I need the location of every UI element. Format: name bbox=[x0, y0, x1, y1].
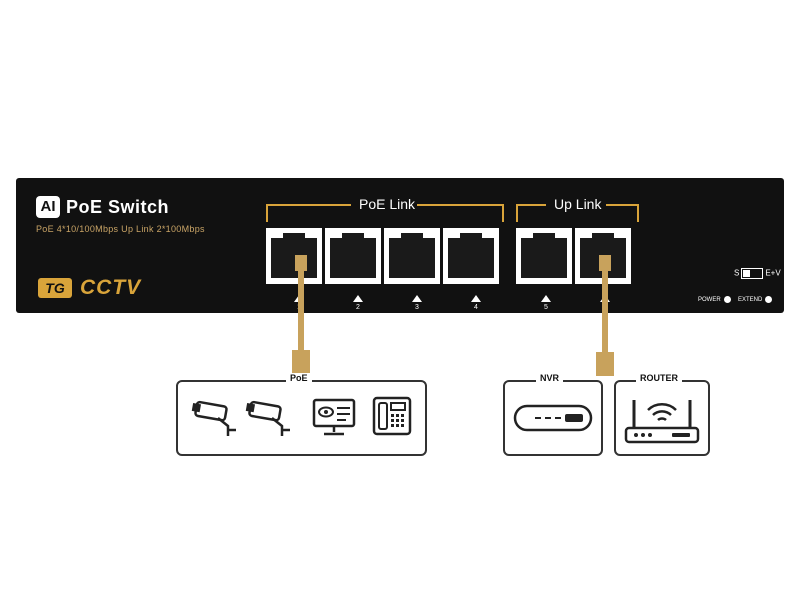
port-3-number: 3 bbox=[415, 304, 419, 311]
mode-switch-right-label: E+V bbox=[765, 268, 781, 278]
mode-switch[interactable]: S E+V bbox=[734, 268, 781, 279]
cable-plug-port-1 bbox=[295, 255, 307, 271]
toggle-knob bbox=[743, 270, 751, 277]
power-indicator: POWER bbox=[698, 296, 731, 303]
port-notch bbox=[401, 233, 423, 241]
port-5[interactable] bbox=[516, 228, 572, 284]
poe-devices-group: PoE bbox=[176, 373, 427, 456]
port-notch bbox=[533, 233, 555, 241]
port-5-number: 5 bbox=[544, 304, 548, 311]
cable-plug-port-6 bbox=[599, 255, 611, 271]
port-2-indicator-icon bbox=[353, 295, 363, 302]
port-socket bbox=[271, 233, 317, 278]
poe-switch: AI PoE Switch PoE 4*10/100Mbps Up Link 2… bbox=[16, 178, 784, 313]
cable-connector-poe bbox=[292, 350, 310, 376]
cable-port-1 bbox=[298, 270, 304, 350]
device-title: PoE Switch bbox=[66, 197, 170, 217]
uplink-label: Up Link bbox=[554, 196, 602, 212]
router-group: ROUTER bbox=[614, 373, 710, 456]
poe-group-label: PoE bbox=[286, 373, 312, 383]
extend-indicator: EXTEND bbox=[738, 296, 773, 304]
brand-badge: AI bbox=[36, 196, 60, 218]
mode-switch-left-label: S bbox=[734, 268, 740, 278]
poe-link-bracket-gap bbox=[351, 202, 417, 206]
phone-icon bbox=[372, 396, 412, 436]
router-icon bbox=[624, 400, 700, 444]
uplink-bracket-gap bbox=[546, 202, 606, 206]
port-3-indicator-icon bbox=[412, 295, 422, 302]
cable-port-6 bbox=[602, 270, 608, 352]
port-socket bbox=[389, 233, 435, 278]
nvr-icon bbox=[513, 404, 593, 432]
logo-badge: TG bbox=[38, 278, 72, 298]
port-socket bbox=[521, 233, 567, 278]
port-1[interactable] bbox=[266, 228, 322, 284]
device-spec: PoE 4*10/100Mbps Up Link 2*100Mbps bbox=[36, 224, 205, 234]
port-4-indicator-icon bbox=[471, 295, 481, 302]
port-notch bbox=[592, 233, 614, 241]
port-2-number: 2 bbox=[356, 304, 360, 311]
port-notch bbox=[460, 233, 482, 241]
mode-toggle[interactable] bbox=[741, 268, 764, 279]
poe-link-label: PoE Link bbox=[359, 196, 416, 212]
nvr-label: NVR bbox=[536, 373, 564, 383]
camera-icon bbox=[245, 400, 290, 436]
port-socket bbox=[448, 233, 494, 278]
port-socket bbox=[330, 233, 376, 278]
extend-led-icon bbox=[765, 296, 773, 303]
port-2[interactable] bbox=[325, 228, 381, 284]
camera-icon bbox=[191, 400, 236, 436]
power-led-icon bbox=[723, 296, 731, 303]
logo-text: CCTV bbox=[80, 276, 142, 299]
nvr-group: NVR bbox=[503, 373, 603, 456]
port-4-number: 4 bbox=[474, 304, 478, 311]
port-4[interactable] bbox=[443, 228, 499, 284]
port-notch bbox=[342, 233, 364, 241]
monitor-icon bbox=[312, 398, 356, 436]
cable-connector-nvr bbox=[596, 352, 614, 376]
port-notch bbox=[283, 233, 305, 241]
power-label: POWER bbox=[698, 297, 721, 304]
port-5-indicator-icon bbox=[541, 295, 551, 302]
port-3[interactable] bbox=[384, 228, 440, 284]
router-label: ROUTER bbox=[636, 373, 682, 383]
extend-label: EXTEND bbox=[738, 297, 763, 304]
